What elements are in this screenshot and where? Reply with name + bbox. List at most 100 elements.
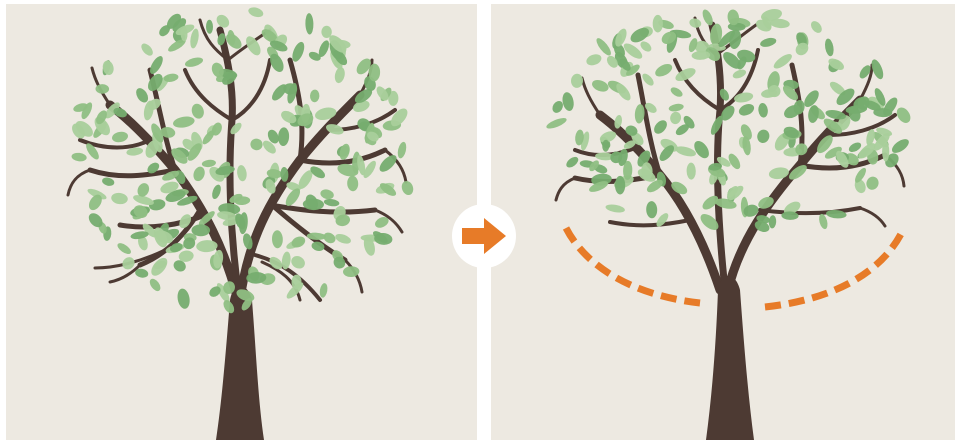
leaf (291, 256, 305, 269)
leaf (595, 152, 615, 161)
leaf (854, 179, 866, 194)
leaf (151, 257, 168, 276)
leaf (596, 38, 611, 56)
leaf (788, 165, 807, 180)
leaf (782, 85, 799, 101)
leaf (826, 210, 847, 219)
leaf (175, 24, 195, 36)
leaf (614, 175, 626, 195)
leaf (710, 23, 723, 46)
leaf (379, 183, 397, 196)
leaf (171, 148, 188, 164)
leaf (283, 83, 298, 95)
leaf (141, 43, 153, 56)
leaf (760, 37, 777, 47)
leaf (151, 123, 164, 143)
leaf (615, 28, 627, 47)
leaf (211, 62, 224, 78)
leaf (742, 136, 751, 156)
leaf (630, 27, 650, 43)
leaf (605, 204, 625, 213)
leaf (719, 88, 730, 101)
leaf (269, 256, 283, 270)
leaf (213, 249, 224, 269)
leaf (891, 139, 909, 153)
leaf (265, 179, 276, 194)
leaf (795, 143, 808, 156)
leaf (135, 268, 149, 278)
leaf (758, 103, 768, 118)
leaf (178, 250, 194, 262)
leaf (708, 162, 723, 171)
leaf (829, 81, 846, 96)
leaf (589, 160, 599, 172)
leaf (623, 140, 636, 149)
leaf (390, 108, 408, 127)
leaf (170, 242, 183, 253)
leaf (375, 217, 389, 228)
leaf (297, 113, 314, 127)
leaf (874, 88, 886, 106)
leaf (376, 86, 389, 101)
leaf (671, 181, 688, 195)
leaf (710, 115, 723, 135)
leaf (855, 167, 866, 183)
leaf (702, 9, 713, 26)
leaf (655, 64, 673, 77)
leaf (325, 124, 344, 135)
leaf (602, 139, 610, 152)
leaf (754, 220, 770, 233)
leaf (111, 131, 129, 143)
leaf (320, 189, 334, 200)
leaf (796, 32, 807, 46)
leaf (659, 145, 675, 161)
leaf (71, 152, 87, 162)
leaf (769, 18, 790, 29)
leaf (216, 14, 230, 28)
leaf (122, 257, 135, 270)
leaf (223, 300, 235, 314)
leaf (314, 107, 337, 121)
leaf (179, 214, 192, 229)
leaf (73, 103, 88, 112)
leaf (173, 260, 186, 272)
leaf (126, 147, 144, 156)
leaf (737, 56, 747, 70)
leaf (566, 156, 579, 168)
leaf (216, 283, 230, 303)
leaf (137, 235, 148, 251)
leaf (836, 150, 849, 168)
leaf (819, 213, 828, 230)
leaf (705, 47, 721, 61)
leaf (652, 14, 663, 33)
leaf (160, 181, 179, 194)
leaf (694, 140, 709, 159)
leaf (88, 194, 102, 211)
leaf (625, 125, 638, 136)
leaf (723, 52, 741, 69)
leaf (727, 186, 739, 198)
leaf (95, 84, 110, 94)
leaf (743, 204, 759, 217)
leaf (640, 41, 652, 52)
leaf (286, 282, 304, 299)
leaf (246, 271, 267, 284)
leaf (281, 251, 291, 270)
leaf (142, 223, 157, 238)
leaf (368, 63, 381, 82)
leaf (236, 289, 255, 302)
leaf (191, 103, 204, 119)
leaf (363, 236, 375, 256)
tree-before-trunk (216, 286, 264, 440)
leaf (280, 167, 289, 182)
leaf (145, 140, 159, 158)
leaf (278, 127, 290, 146)
leaf (205, 19, 214, 34)
leaf (670, 111, 682, 125)
leaf (243, 233, 253, 250)
leaf (177, 195, 198, 206)
leaf (757, 129, 770, 143)
leaf (762, 16, 772, 30)
leaf (702, 195, 719, 210)
